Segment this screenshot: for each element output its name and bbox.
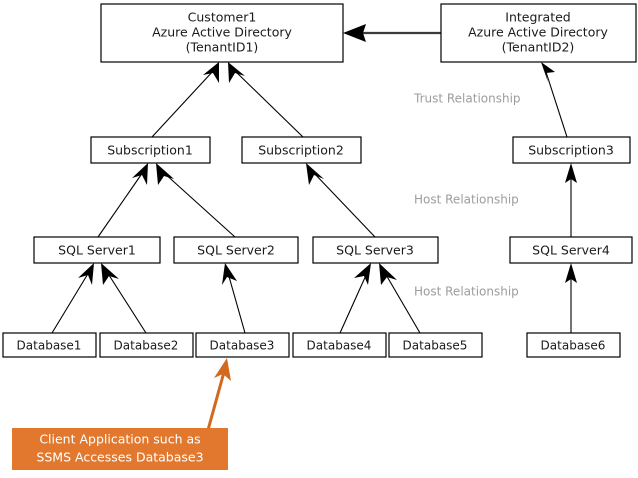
subscription3-label: Subscription3 — [528, 143, 614, 158]
edge-database5-to-sqlserver3 — [379, 263, 421, 334]
edge-subscription3-to-integrated-aad — [541, 62, 568, 138]
node-database1[interactable]: Database1 — [2, 332, 97, 358]
node-customer1-azure-active-directory[interactable]: Customer1 Azure Active Directory (Tenant… — [100, 3, 344, 63]
edge-database4-to-sqlserver3 — [339, 263, 371, 334]
database1-label: Database1 — [17, 339, 82, 353]
sqlserver3-label: SQL Server3 — [336, 243, 414, 258]
label-host-relationship-subscriptions: Host Relationship — [414, 193, 519, 207]
edge-database1-to-sqlserver1 — [51, 263, 94, 334]
node-integrated-azure-active-directory[interactable]: Integrated Azure Active Directory (Tenan… — [440, 3, 637, 63]
callout-arrow-to-database3 — [206, 358, 231, 431]
sqlserver4-label: SQL Server4 — [532, 243, 610, 258]
edge-sqlserver3-to-subscription2 — [306, 163, 376, 238]
node-database5[interactable]: Database5 — [388, 332, 483, 358]
integrated-aad-line1: Integrated — [505, 10, 570, 25]
node-subscription1[interactable]: Subscription1 — [90, 136, 211, 164]
database4-label: Database4 — [307, 339, 372, 353]
callout-line2: SSMS Accesses Database3 — [36, 450, 203, 465]
database5-label: Database5 — [403, 339, 468, 353]
callout-line1: Client Application such as — [39, 432, 200, 447]
node-subscription2[interactable]: Subscription2 — [241, 136, 362, 164]
database2-label: Database2 — [114, 339, 179, 353]
node-sqlserver2[interactable]: SQL Server2 — [173, 236, 299, 264]
node-sqlserver1[interactable]: SQL Server1 — [33, 236, 161, 264]
edge-database2-to-sqlserver1 — [101, 263, 147, 334]
integrated-aad-line3: (TenantID2) — [502, 40, 575, 55]
label-host-relationship-databases: Host Relationship — [414, 285, 519, 299]
sqlserver1-label: SQL Server1 — [58, 243, 136, 258]
customer1-aad-line1: Customer1 — [188, 10, 257, 25]
node-sqlserver4[interactable]: SQL Server4 — [509, 236, 633, 264]
customer1-aad-line3: (TenantID1) — [186, 40, 259, 55]
node-subscription3[interactable]: Subscription3 — [512, 136, 631, 164]
callout-client-application[interactable]: Client Application such as SSMS Accesses… — [12, 428, 228, 470]
database3-label: Database3 — [210, 339, 275, 353]
edge-database6-to-sqlserver4 — [565, 263, 577, 333]
node-database4[interactable]: Database4 — [292, 332, 387, 358]
node-database2[interactable]: Database2 — [99, 332, 194, 358]
edge-sqlserver2-to-subscription1 — [156, 163, 236, 238]
subscription1-label: Subscription1 — [107, 143, 193, 158]
label-trust-relationship: Trust Relationship — [413, 92, 521, 106]
node-database6[interactable]: Database6 — [526, 332, 621, 358]
node-sqlserver3[interactable]: SQL Server3 — [312, 236, 439, 264]
database6-label: Database6 — [541, 339, 606, 353]
subscription2-label: Subscription2 — [258, 143, 344, 158]
edge-subscription2-to-customer1-aad — [228, 62, 304, 138]
edge-sqlserver4-to-subscription3 — [565, 163, 577, 237]
edge-subscription1-to-customer1-aad — [151, 62, 219, 138]
edge-database3-to-sqlserver2 — [222, 263, 246, 334]
integrated-aad-line2: Azure Active Directory — [468, 25, 608, 40]
edge-integrated-aad-to-customer1-aad — [343, 24, 441, 42]
edge-sqlserver1-to-subscription1 — [97, 163, 148, 238]
sqlserver2-label: SQL Server2 — [197, 243, 275, 258]
customer1-aad-line2: Azure Active Directory — [152, 25, 292, 40]
node-database3[interactable]: Database3 — [195, 332, 290, 358]
